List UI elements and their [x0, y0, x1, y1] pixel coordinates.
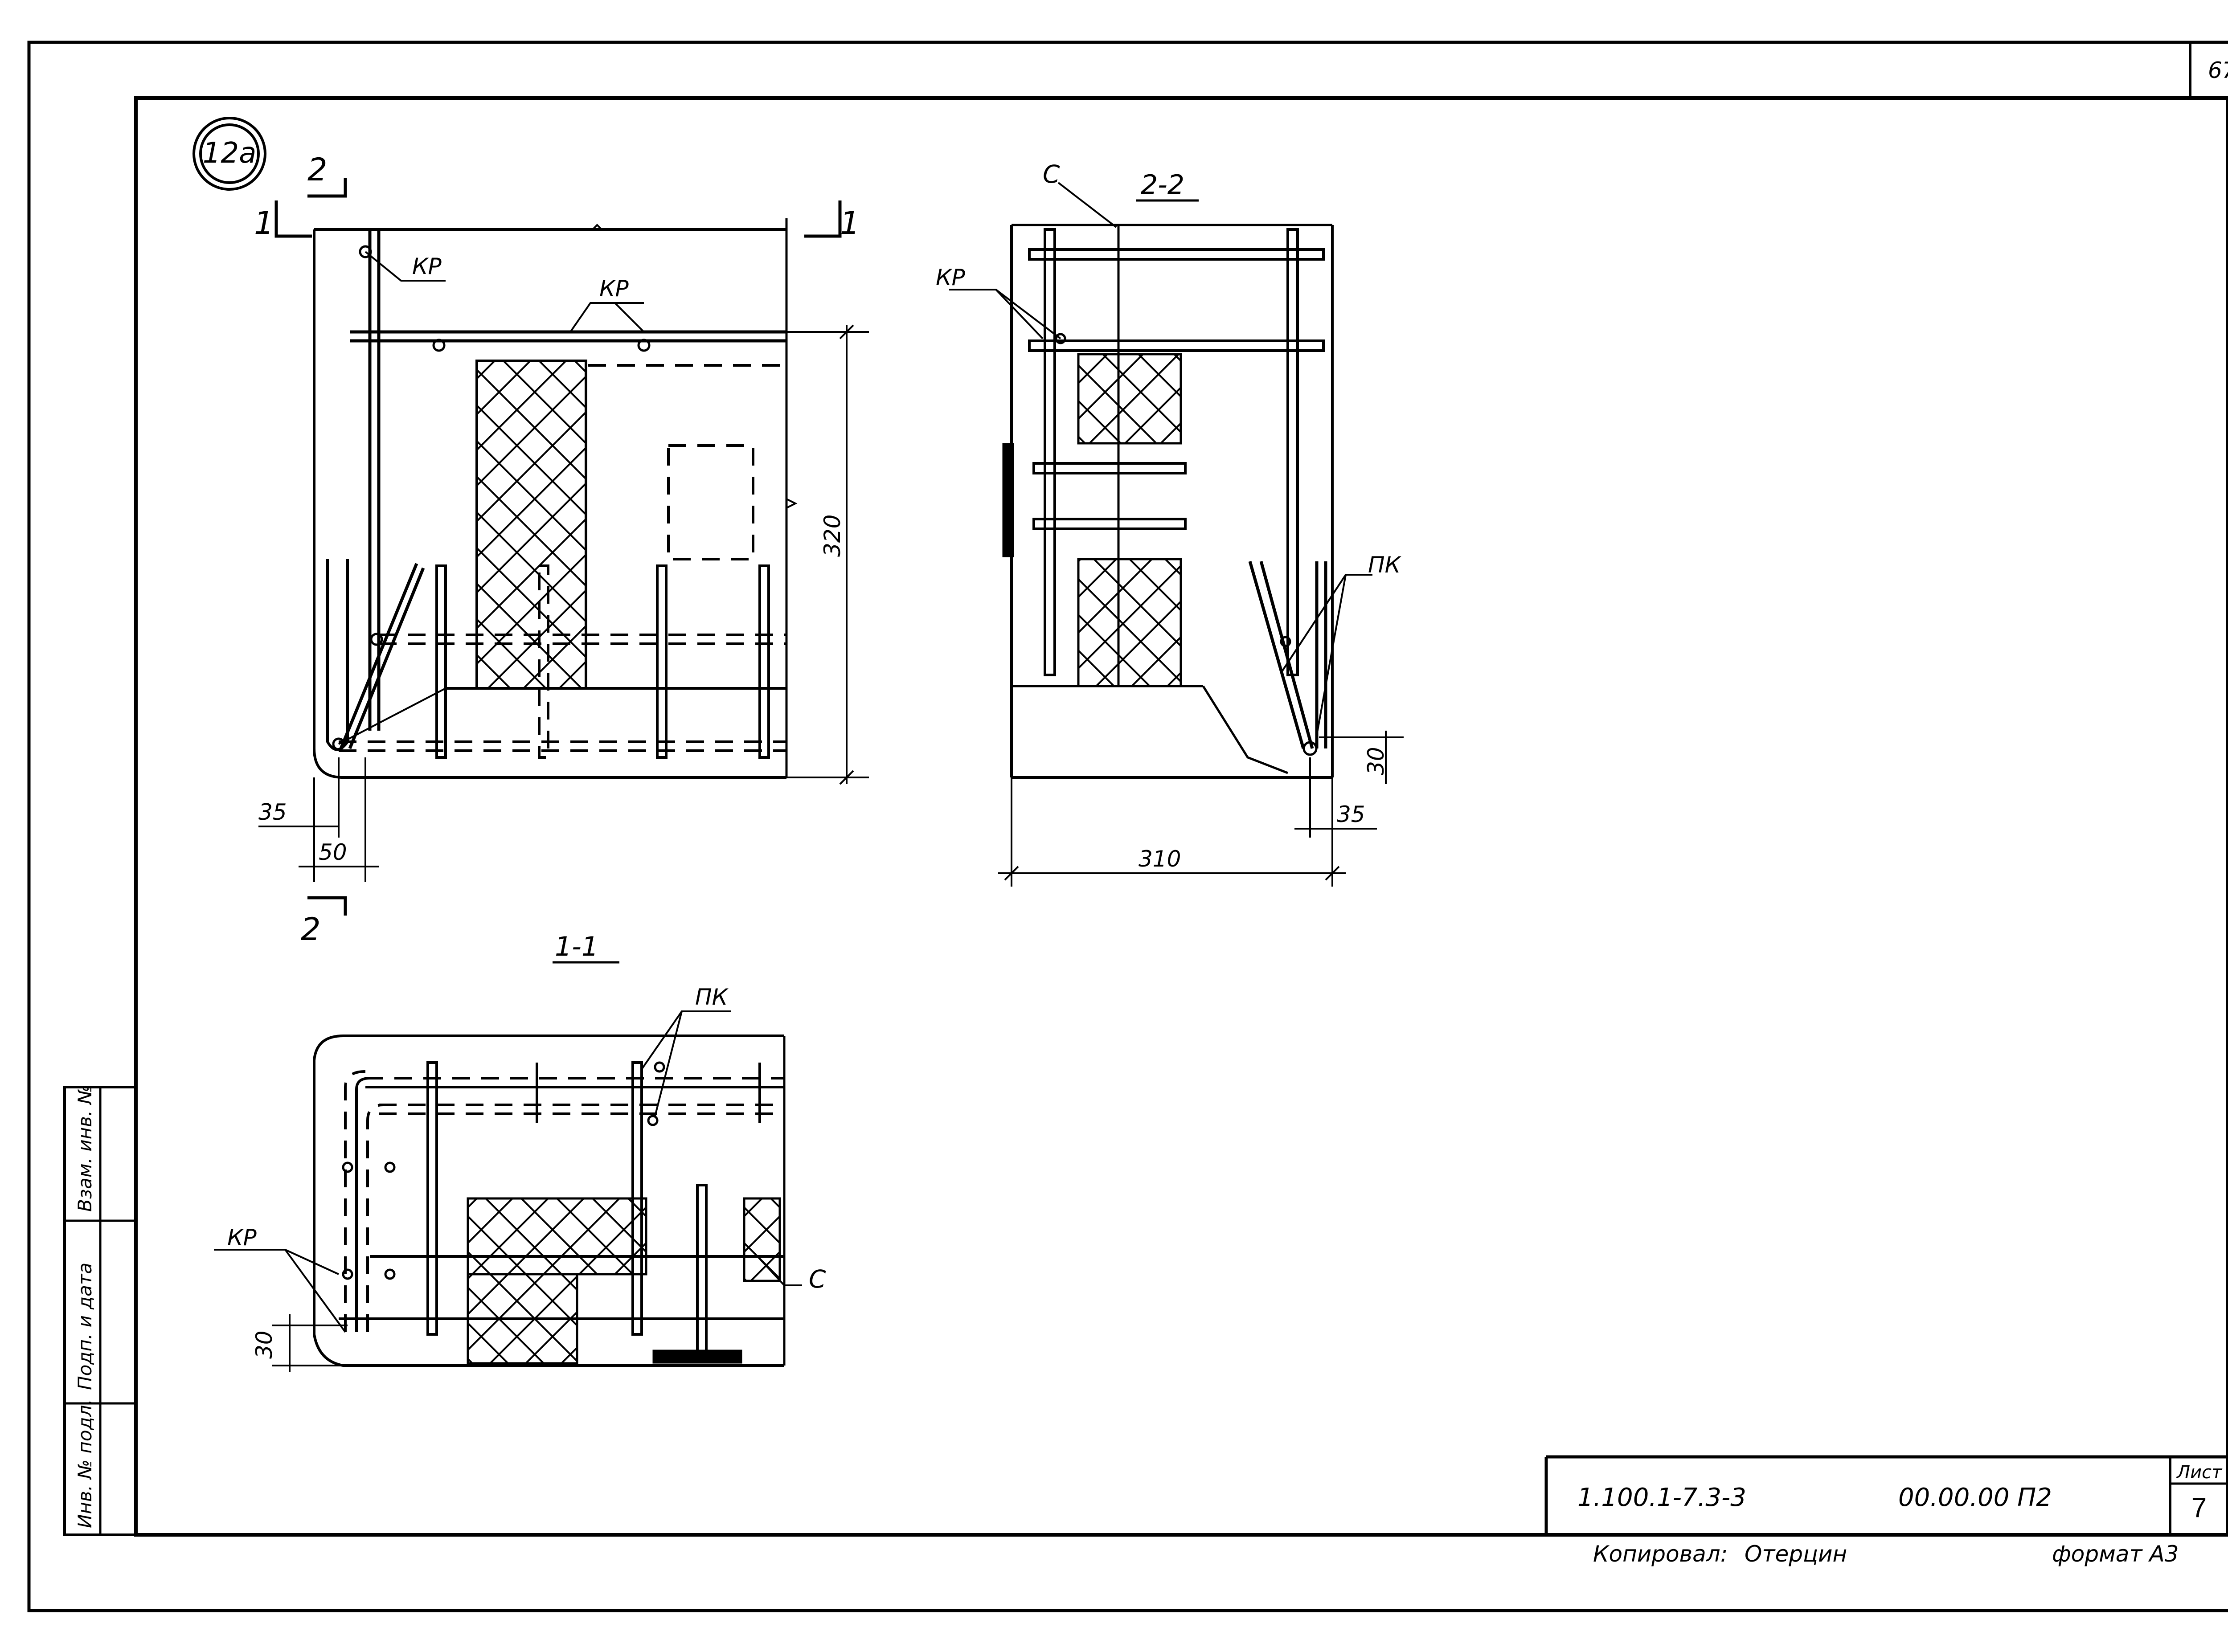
plan-dim-35: 35: [258, 799, 287, 825]
section-mark-1-left: 1: [254, 205, 274, 241]
section-mark-1-right: 1: [840, 205, 860, 241]
section-2-2-label-pk: ПК: [1368, 552, 1402, 578]
section-2-2-dim-30: 30: [1363, 747, 1389, 775]
section-2-2-dim-35: 35: [1337, 801, 1365, 827]
section-1-1-dim-30: 30: [251, 1330, 277, 1359]
page-corner-number: 67: [2208, 57, 2228, 83]
title-block: [1544, 1455, 2228, 1535]
section-2-2-title: 2-2: [1141, 169, 1184, 200]
document-code: 1.100.1-7.3-3: [1577, 1483, 1746, 1512]
copied-by-signature: Отерцин: [1745, 1541, 1847, 1567]
outer-border: [27, 41, 2228, 1612]
section-1-1-label-c: С: [809, 1265, 826, 1293]
side-stamp-cell-replaced: Взам. инв. №: [74, 1085, 96, 1212]
section-2-2-label-kp: КР: [936, 265, 965, 290]
drawing-number: 00.00.00 П2: [1898, 1483, 2052, 1512]
copied-by-label: Копировал:: [1593, 1541, 1728, 1567]
section-2-2-dim-310: 310: [1139, 846, 1181, 872]
inner-frame: [134, 96, 2228, 1537]
detail-mark: 12а: [192, 117, 266, 191]
section-mark-2-bottom: 2: [301, 911, 321, 948]
format-label: формат А3: [2052, 1541, 2179, 1567]
plan-label-kp-a: КР: [412, 254, 442, 279]
sheet-number: 7: [2191, 1493, 2207, 1523]
plan-dim-50: 50: [319, 839, 347, 865]
section-2-2-view: [949, 182, 1404, 887]
section-mark-2-top: 2: [307, 151, 328, 188]
plan-label-kp-b: КР: [599, 276, 629, 302]
section-1-1-title: 1-1: [555, 931, 598, 962]
section-1-1-label-kp: КР: [227, 1225, 257, 1251]
plan-view: [258, 178, 869, 916]
sheet-label: Лист: [2176, 1462, 2223, 1483]
section-1-1-label-pk: ПК: [695, 984, 729, 1010]
section-1-1-view: [214, 1010, 802, 1372]
side-stamp-cell-inventory: Инв. № подл.: [74, 1399, 96, 1528]
plan-dim-320: 320: [819, 515, 845, 557]
side-stamp: [63, 1086, 137, 1536]
side-stamp-cell-signature: Подп. и дата: [74, 1263, 96, 1390]
detail-mark-label: 12а: [203, 137, 257, 170]
section-2-2-label-c: С: [1043, 160, 1060, 188]
